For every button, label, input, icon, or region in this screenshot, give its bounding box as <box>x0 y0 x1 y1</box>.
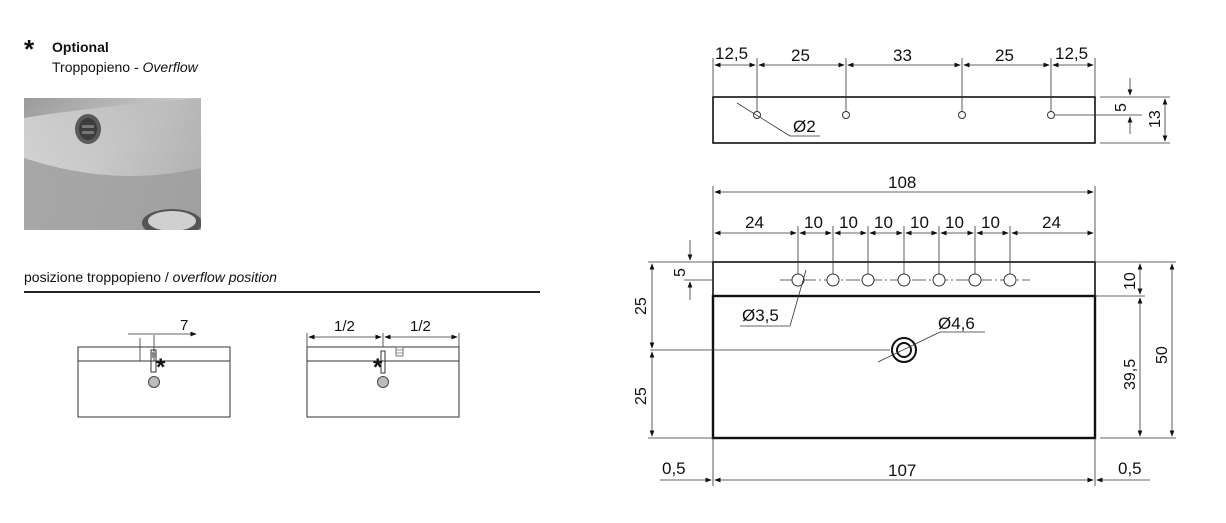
overflow-position-label: posizione troppopieno / overflow positio… <box>24 269 277 285</box>
right-diagram-asterisk: * <box>373 354 383 381</box>
top-dim-4: 25 <box>995 46 1014 65</box>
section-divider <box>24 291 540 293</box>
top-dim-right-total: 13 <box>1147 110 1164 128</box>
subtitle-it: Troppopieno - <box>52 59 143 75</box>
top-dim-2: 25 <box>791 46 810 65</box>
left-diagram-dim: 7 <box>180 317 188 334</box>
main-dim-right-total: 50 <box>1154 346 1171 364</box>
left-diagram-asterisk: * <box>156 354 166 381</box>
tap-hole-diameter: Ø3,5 <box>742 306 779 325</box>
spacing-3: 10 <box>839 213 858 232</box>
optional-title: Optional <box>52 39 109 55</box>
top-hole-diameter: Ø2 <box>793 117 816 136</box>
optional-asterisk: * <box>24 34 35 64</box>
main-view-drawing: 108 24 10 10 10 10 10 10 24 <box>633 173 1176 486</box>
subtitle-en: Overflow <box>142 59 198 75</box>
top-view-drawing: 12,5 25 33 25 12,5 Ø2 5 13 <box>712 44 1170 144</box>
spacing-2: 10 <box>804 213 823 232</box>
spacing-4: 10 <box>874 213 893 232</box>
overflow-photo <box>24 98 201 230</box>
right-diagram-dim-right: 1/2 <box>410 318 431 335</box>
main-total-width: 108 <box>888 173 916 192</box>
spacing-1: 24 <box>745 213 764 232</box>
main-dim-bottom-left: 0,5 <box>662 459 686 478</box>
spacing-7: 10 <box>981 213 1000 232</box>
top-dim-5: 12,5 <box>1055 44 1088 63</box>
left-position-diagram: 7 * <box>77 317 231 418</box>
drain-diameter: Ø4,6 <box>938 314 975 333</box>
position-label-it: posizione troppopieno / <box>24 269 173 285</box>
optional-subtitle: Troppopieno - Overflow <box>52 59 198 75</box>
top-dim-1: 12,5 <box>715 44 748 63</box>
spacing-5: 10 <box>910 213 929 232</box>
main-dim-bottom-right: 0,5 <box>1118 459 1142 478</box>
main-dim-right-basin: 39,5 <box>1122 359 1139 390</box>
main-dim-left-small: 5 <box>672 268 689 277</box>
right-diagram-dim-left: 1/2 <box>334 318 355 335</box>
main-dim-left-lower: 25 <box>633 387 650 405</box>
right-position-diagram: 1/2 1/2 * <box>306 318 460 418</box>
position-label-en: overflow position <box>172 269 277 285</box>
top-dim-3: 33 <box>893 46 912 65</box>
spacing-8: 24 <box>1042 213 1061 232</box>
main-dim-left-upper: 25 <box>633 297 650 315</box>
main-dim-bottom-mid: 107 <box>888 461 916 480</box>
spacing-6: 10 <box>945 213 964 232</box>
main-dim-right-top: 10 <box>1122 272 1139 290</box>
top-dim-right-small: 5 <box>1113 103 1130 112</box>
